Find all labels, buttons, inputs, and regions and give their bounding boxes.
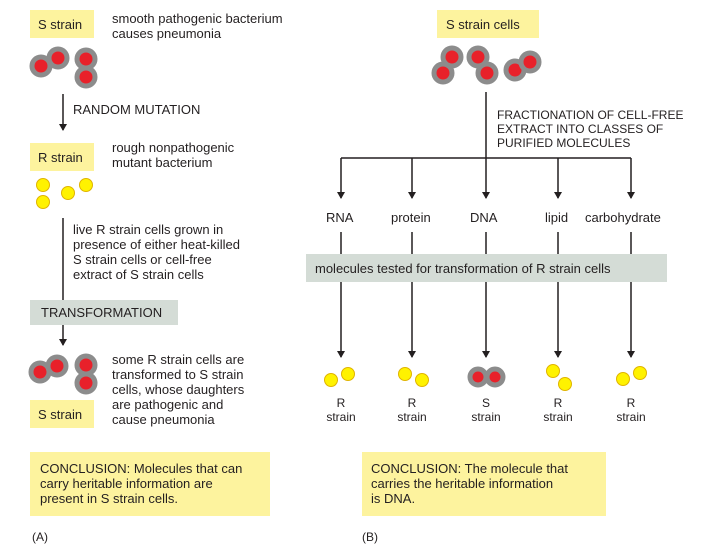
result-label-rna: R strain [326, 396, 356, 424]
result-cells-protein [398, 367, 429, 387]
branch-arrows [337, 158, 635, 199]
conclusion-b-box: CONCLUSION: The molecule that carries th… [362, 452, 606, 516]
s-strain-description: smooth pathogenic bacterium causes pneum… [112, 11, 283, 41]
s-strain-cells-b [431, 45, 542, 85]
result-description: some R strain cells are transformed to S… [112, 352, 245, 427]
transformed-cells-a [28, 353, 98, 395]
r-strain-label: R strain [38, 150, 83, 165]
molecule-label-lipid: lipid [545, 210, 569, 225]
conclusion-a-box: CONCLUSION: Molecules that can carry her… [30, 452, 270, 516]
s-strain-cells-a [29, 46, 98, 89]
s-strain-result-box: S strain [30, 400, 94, 428]
fractionation-label: FRACTIONATION OF CELL-FREE EXTRACT INTO … [497, 108, 684, 150]
result-label-lipid: R strain [543, 396, 573, 424]
s-cells-label: S strain cells [446, 17, 520, 32]
result-cells-rna [324, 367, 355, 387]
conclusion-a-line-3: present in S strain cells. [40, 491, 179, 506]
transformation-label: TRANSFORMATION [41, 305, 163, 320]
s-strain-label-box: S strain [30, 10, 94, 38]
tested-molecules-box: molecules tested for transformation of R… [306, 254, 667, 282]
conclusion-b-line-2: carries the heritable information [371, 476, 554, 491]
result-cells-carbohydrate [616, 366, 647, 386]
panel-a-letter: (A) [32, 530, 48, 544]
tested-molecules-label: molecules tested for transformation of R… [315, 261, 611, 276]
mutation-label: RANDOM MUTATION [73, 102, 201, 117]
upper-connector-lines [340, 232, 632, 254]
conclusion-a-line-2: carry heritable information are [40, 476, 213, 491]
result-label-protein: R strain [397, 396, 427, 424]
s-strain-result-label: S strain [38, 407, 83, 422]
conclusion-b-line-1: CONCLUSION: The molecule that [371, 461, 568, 476]
panel-b-letter: (B) [362, 530, 378, 544]
molecule-label-dna: DNA [470, 210, 498, 225]
r-strain-description: rough nonpathogenic mutant bacterium [112, 140, 235, 170]
result-cells-lipid [546, 364, 572, 391]
r-strain-label-box: R strain [30, 143, 94, 171]
molecule-label-protein: protein [391, 210, 431, 225]
s-cells-label-box: S strain cells [437, 10, 539, 38]
molecule-label-carbohydrate: carbohydrate [585, 210, 661, 225]
r-strain-cells-a [36, 178, 93, 209]
s-strain-label: S strain [38, 17, 83, 32]
molecule-label-rna: RNA [326, 210, 354, 225]
conclusion-b-line-3: is DNA. [371, 491, 416, 506]
result-label-dna: S strain [471, 396, 501, 424]
conclusion-a-line-1: CONCLUSION: Molecules that can [40, 461, 243, 476]
result-label-carbohydrate: R strain [616, 396, 646, 424]
transformation-box: TRANSFORMATION [30, 300, 178, 325]
result-cells-dna [467, 366, 506, 388]
result-arrows [337, 282, 635, 358]
growth-description: live R strain cells grown in presence of… [73, 222, 240, 282]
